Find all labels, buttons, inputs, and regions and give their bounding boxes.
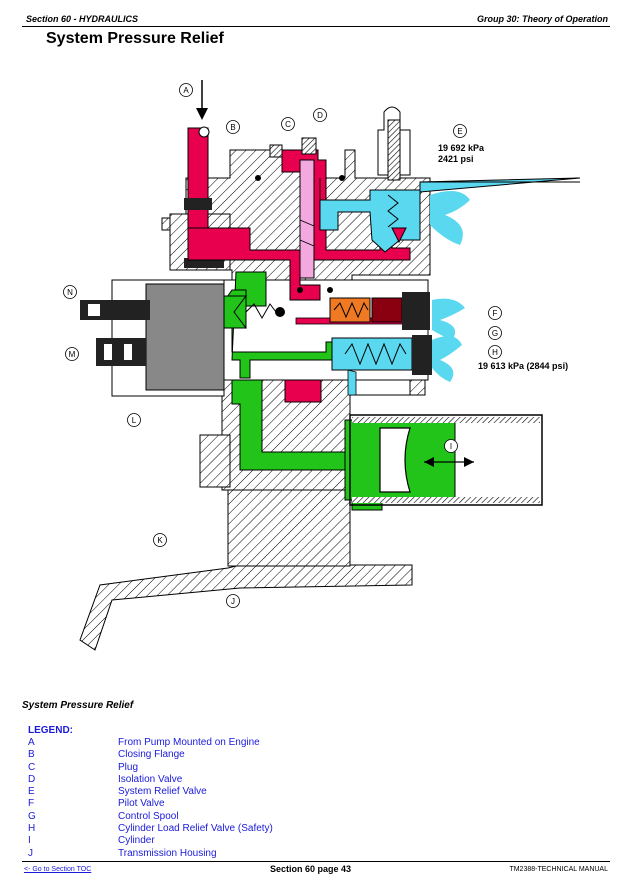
header-group: Group 30: Theory of Operation [476, 14, 608, 24]
svg-text:N: N [67, 288, 73, 297]
callout-g: G [488, 326, 502, 340]
callout-f: F [488, 306, 502, 320]
svg-text:M: M [69, 350, 76, 359]
hydraulic-diagram: A B C D E F G H I J K L M N 19 692 kPa 2… [63, 80, 581, 651]
svg-text:I: I [450, 442, 452, 451]
svg-text:H: H [492, 348, 498, 357]
callout-n: N [63, 285, 77, 299]
system-relief-valve [319, 106, 581, 253]
callout-j: J [226, 594, 240, 608]
svg-text:A: A [183, 86, 189, 95]
page-number: Section 60 page 43 [270, 864, 352, 874]
legend-title: LEGEND: [28, 725, 73, 736]
svg-text:J: J [231, 597, 235, 606]
svg-text:L: L [132, 416, 137, 425]
header-section: Section 60 - HYDRAULICS [26, 14, 139, 24]
inlet-pipe [184, 126, 224, 268]
inlet-arrow [196, 80, 208, 120]
pressure-h: 19 613 kPa (2844 psi) [478, 361, 568, 371]
callout-b: B [226, 120, 240, 134]
go-to-section-toc-link[interactable]: <- Go to Section TOC [24, 866, 92, 873]
callout-labels: A B C D E F G H I J K L M N [63, 83, 502, 608]
svg-text:D: D [317, 111, 323, 120]
cylinder-load-relief-valve [331, 298, 465, 396]
svg-text:F: F [493, 309, 498, 318]
callout-d: D [313, 108, 327, 122]
cylinder [349, 414, 543, 506]
callout-e: E [453, 124, 467, 138]
pressure-e-kpa: 19 692 kPa [438, 143, 485, 153]
page-title: System Pressure Relief [46, 30, 224, 47]
callout-l: L [127, 413, 141, 427]
figure-caption: System Pressure Relief [22, 700, 134, 711]
svg-text:B: B [230, 123, 235, 132]
pressure-e-psi: 2421 psi [438, 154, 474, 164]
control-spool [245, 287, 430, 330]
actuator-assembly [80, 279, 247, 397]
transmission-housing [79, 487, 413, 651]
manual-id: TM2388-TECHNICAL MANUAL [509, 866, 608, 873]
callout-k: K [153, 533, 167, 547]
callout-c: C [281, 117, 295, 131]
plug-and-isolation-valve [255, 137, 345, 181]
svg-text:K: K [157, 536, 163, 545]
footer-divider [22, 861, 610, 862]
svg-text:C: C [285, 120, 291, 129]
callout-a: A [179, 83, 193, 97]
header-divider [22, 26, 610, 27]
callout-m: M [65, 347, 79, 361]
svg-text:G: G [492, 329, 498, 338]
svg-text:E: E [457, 127, 462, 136]
callout-h: H [488, 345, 502, 359]
callout-i: I [444, 439, 458, 453]
